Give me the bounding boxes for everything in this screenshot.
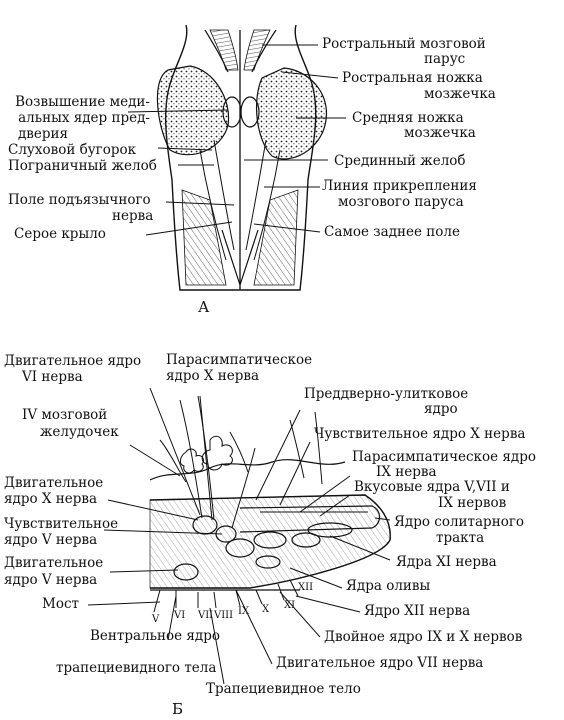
- label-nucleus-xii: Ядро XII нерва: [364, 603, 470, 619]
- nerve-mark-x: X: [262, 604, 270, 615]
- nerve-mark-xii: XII: [298, 582, 313, 593]
- nerve-mark-xi: XI: [284, 600, 295, 611]
- nerve-mark-viii: VIII: [213, 610, 233, 621]
- nerve-mark-vi: VI: [173, 610, 185, 621]
- label-olive-nuclei: Ядра оливы: [346, 578, 430, 594]
- label-nuclei-xi: Ядра XI нерва: [396, 554, 497, 570]
- label-pons: Мост: [42, 596, 79, 612]
- label-motor-nucleus-vii: Двигательное ядро VII нерва: [276, 655, 483, 671]
- figure-a-drawing: [156, 24, 328, 291]
- nerve-mark-ix: IX: [238, 606, 250, 617]
- label-ala-cinerea: Серое крыло: [14, 226, 106, 242]
- label-ambiguus: Двойное ядро IX и X нервов: [324, 629, 523, 645]
- label-trapezoid-body: Трапециевидное тело: [206, 681, 361, 697]
- label-median-sulcus: Срединный желоб: [334, 153, 466, 169]
- nerve-mark-vii: VII: [197, 610, 213, 621]
- label-sensory-nucleus-x: Чувствительное ядро X нерва: [314, 426, 525, 442]
- figure-b-drawing: [149, 395, 391, 613]
- caption-b: Б: [172, 700, 183, 718]
- nerve-mark-v: V: [151, 614, 160, 625]
- figure-b-leaders: [87, 387, 391, 685]
- label-sulcus-limitans: Пограничный желоб: [8, 158, 157, 174]
- label-acoustic-tubercle: Слуховой бугорок: [8, 142, 137, 158]
- figure-a-leaders: [127, 44, 346, 236]
- label-area-postrema: Самое заднее поле: [324, 224, 460, 240]
- label-medial-eminence: Возвышение меди-альных ядер пред-дверия: [15, 94, 150, 142]
- caption-a: А: [198, 298, 210, 316]
